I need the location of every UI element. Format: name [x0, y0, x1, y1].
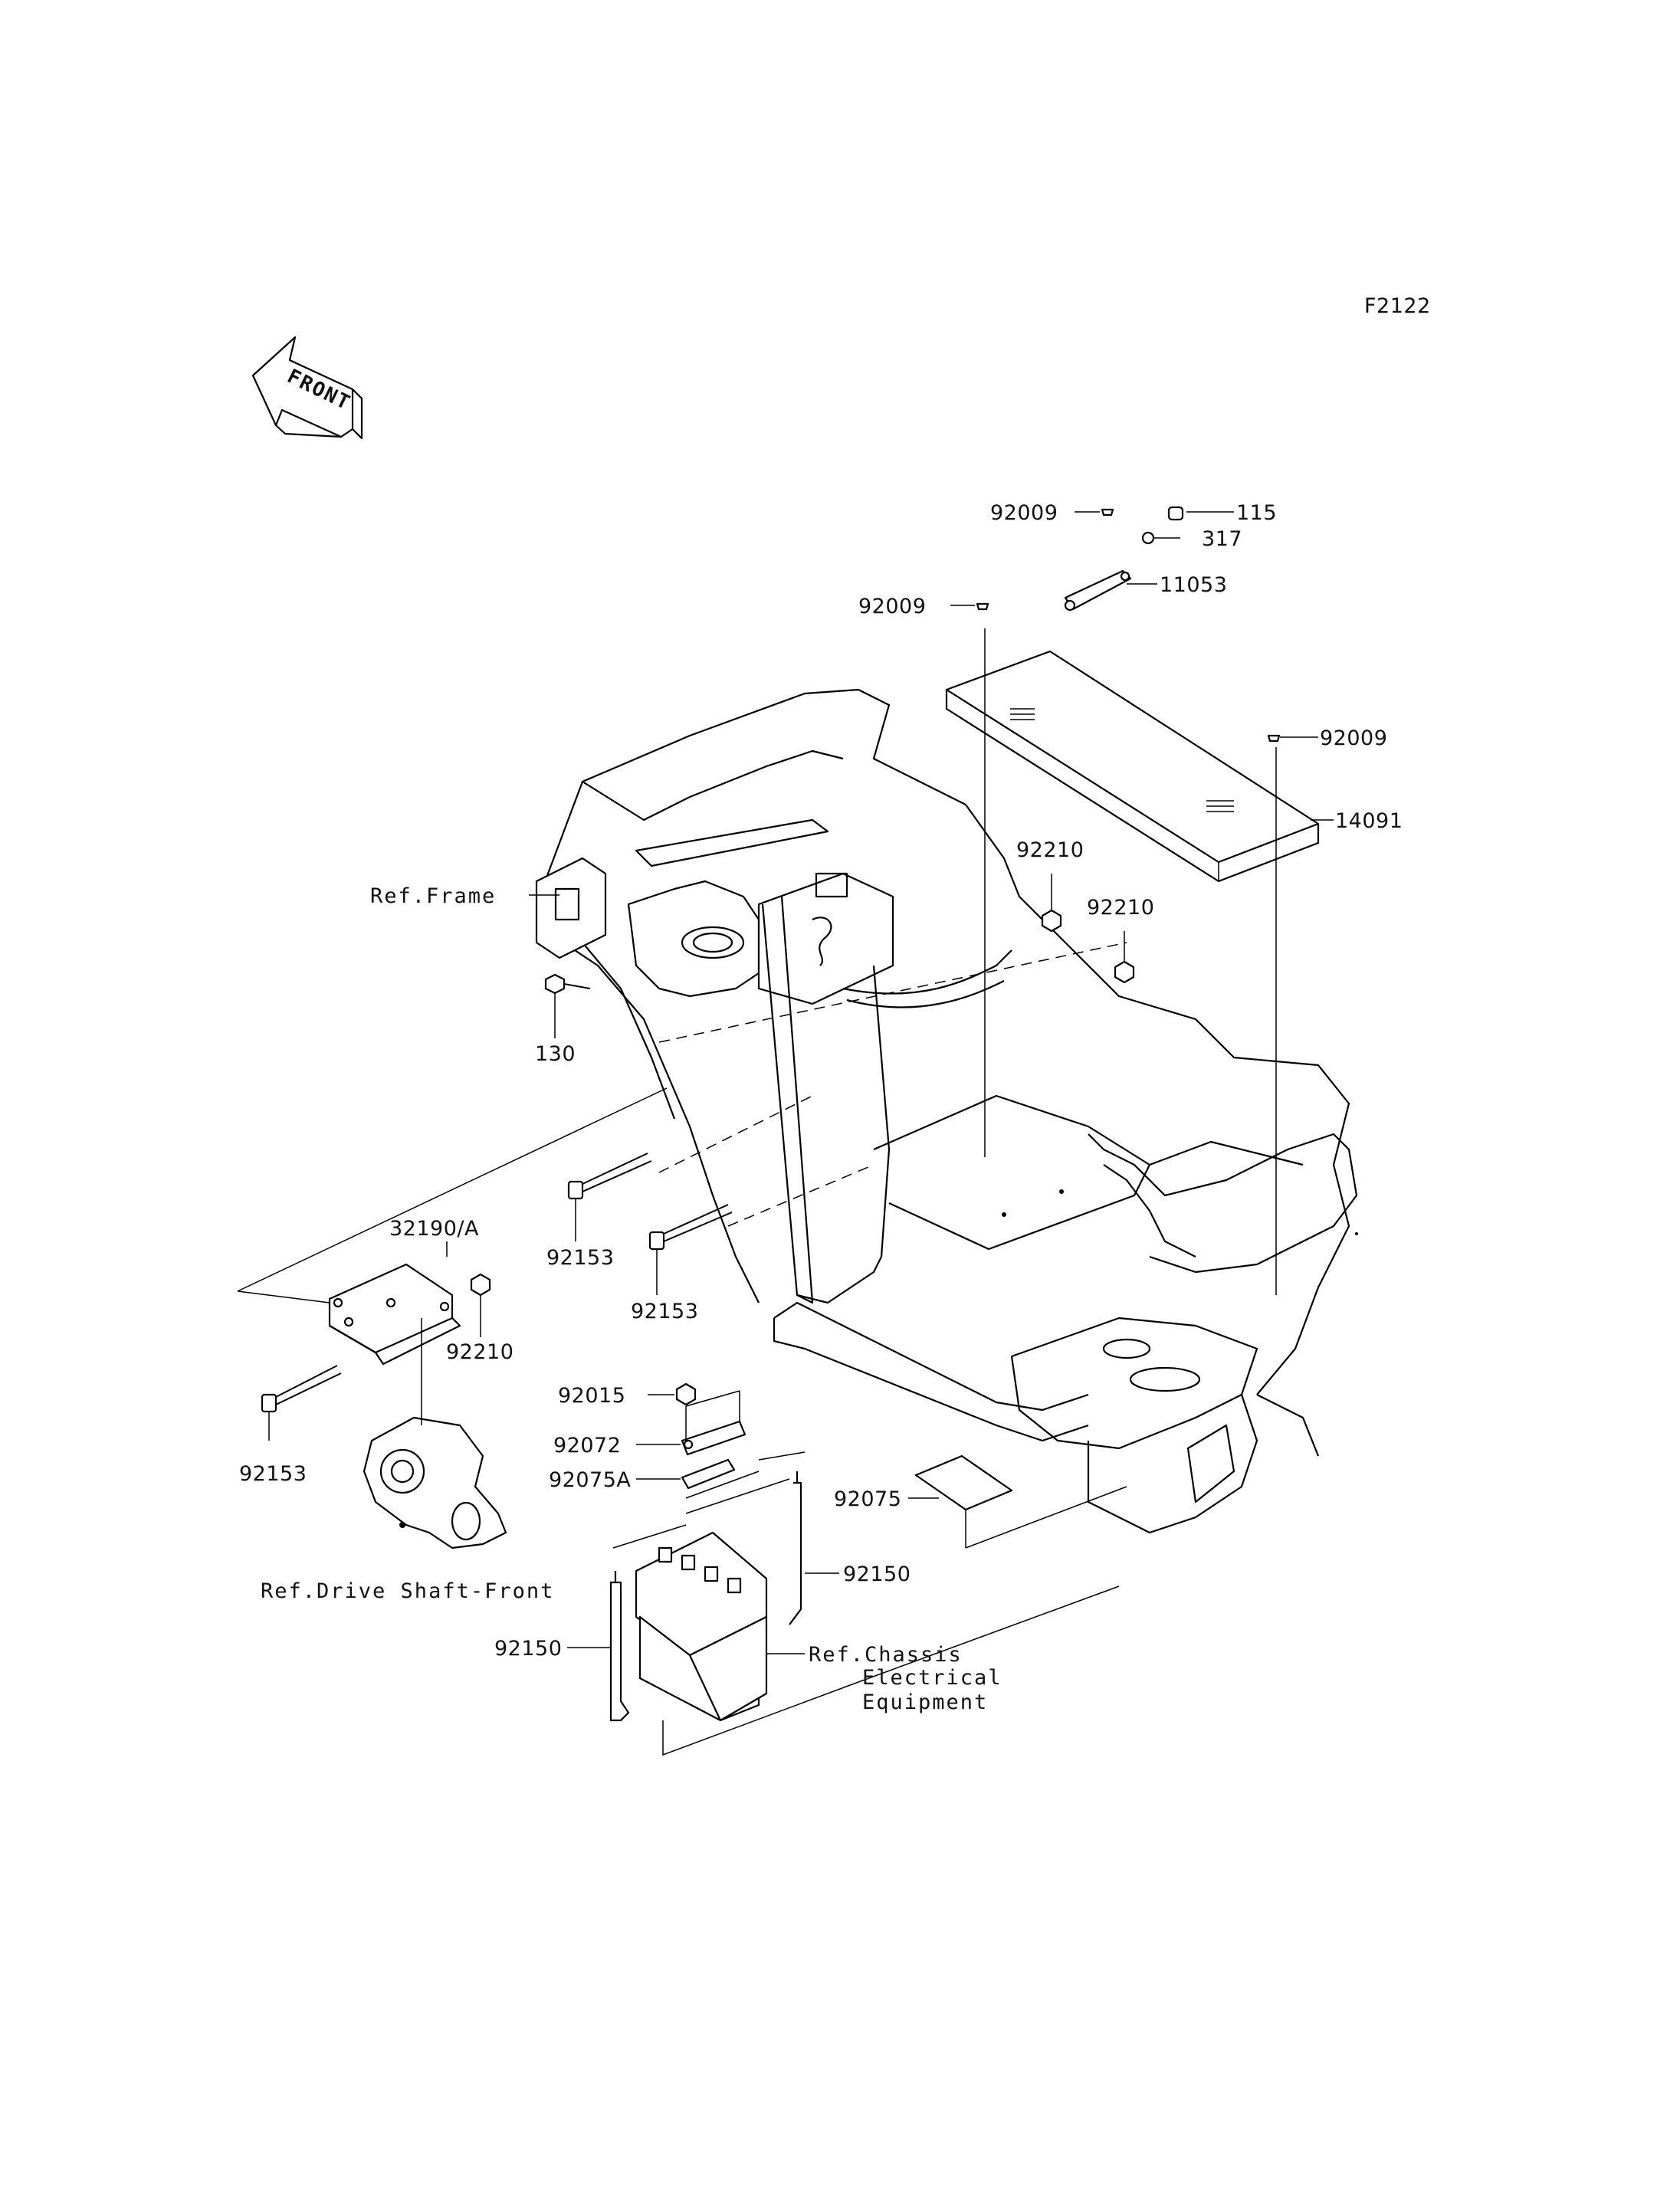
bracket-32190-a: [328, 1263, 461, 1366]
screw-317-icon: [1141, 531, 1155, 545]
clip-92009-c-icon: [1267, 734, 1281, 743]
label-32190-a: 32190/A: [389, 1217, 479, 1241]
bolt-92153-b-icon: [648, 1204, 733, 1251]
label-92075: 92075: [834, 1487, 901, 1511]
ref-chassis-line2: Electrical: [862, 1666, 1002, 1690]
clip-92009-b-icon: [976, 602, 989, 611]
clip-92009-a-icon: [1101, 508, 1114, 516]
battery: [635, 1531, 768, 1722]
pad-92075: [914, 1454, 1013, 1511]
label-14091: 14091: [1335, 809, 1403, 833]
nut-92015-icon: [675, 1382, 697, 1406]
ref-chassis-line1: Ref.Chassis: [809, 1643, 963, 1667]
label-130: 130: [535, 1042, 576, 1066]
ref-chassis-line3: Equipment: [862, 1690, 988, 1714]
label-92009-b: 92009: [858, 595, 926, 618]
bolt-92153-a-icon: [567, 1153, 652, 1200]
label-92072: 92072: [553, 1434, 621, 1458]
frame-drawing: [535, 688, 1358, 1534]
label-92150-b: 92150: [494, 1637, 562, 1661]
bolt-115-icon: [1167, 506, 1184, 521]
nut-92210-a-icon: [1041, 909, 1062, 933]
label-92153-c: 92153: [239, 1462, 307, 1486]
nut-92210-b-icon: [1114, 960, 1135, 984]
label-92153-b: 92153: [631, 1300, 698, 1323]
label-92210-b: 92210: [1087, 896, 1154, 920]
front-drive-unit: [363, 1318, 507, 1549]
label-92210-a: 92210: [1016, 838, 1084, 862]
label-92150-a: 92150: [843, 1562, 911, 1586]
label-317: 317: [1202, 527, 1242, 551]
ref-frame: Ref.Frame: [370, 884, 496, 908]
hatch-icon: [1010, 708, 1234, 812]
front-arrow-icon: FRONT: [251, 336, 363, 440]
label-92015: 92015: [558, 1384, 625, 1408]
rod-92150-a: [789, 1471, 802, 1625]
label-92075a: 92075A: [549, 1468, 631, 1492]
bolt-130-icon: [544, 973, 591, 995]
label-11053: 11053: [1160, 573, 1227, 597]
label-92009-c: 92009: [1320, 726, 1387, 750]
bolt-92153-c-icon: [261, 1365, 342, 1413]
pad-92075a: [681, 1458, 736, 1490]
bracket-11053: [1064, 569, 1132, 612]
plate-14091: [945, 650, 1320, 883]
label-92153-a: 92153: [546, 1246, 614, 1270]
label-92210-c: 92210: [446, 1340, 514, 1364]
label-115: 115: [1236, 501, 1277, 525]
label-92009-a: 92009: [990, 501, 1058, 525]
nut-92210-c-icon: [470, 1273, 491, 1297]
bracket-92072: [681, 1390, 746, 1456]
ref-drive-shaft-front: Ref.Drive Shaft-Front: [261, 1579, 554, 1603]
figure-code: F2122: [1364, 294, 1431, 318]
rod-92150-b: [609, 1571, 630, 1722]
